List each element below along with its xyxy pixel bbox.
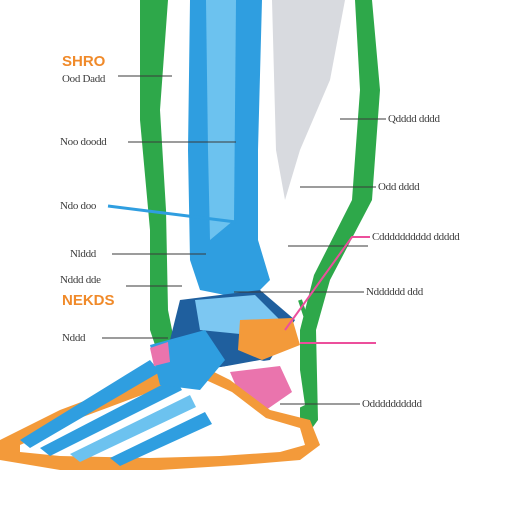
diagram-subtitle: Ood Dadd	[62, 73, 106, 85]
left-label-1: Noo doodd	[60, 136, 107, 148]
left-label-4: Nddd dde	[60, 274, 101, 286]
pink-pointer-lines	[284, 236, 376, 344]
right-label-2: Odd dddd	[378, 181, 420, 193]
metatarsal-3	[70, 395, 196, 462]
left-label-2: Ndo doo	[60, 200, 97, 212]
right-label-1: Qdddd dddd	[388, 113, 440, 125]
right-label-5: Odddddddddd	[362, 398, 422, 410]
metatarsal-1	[20, 360, 160, 448]
tarsal-bones	[238, 318, 300, 360]
left-label-5: Nddd	[62, 332, 86, 344]
cuneiform-pink	[150, 342, 170, 366]
blue-pointer-line	[107, 204, 237, 224]
left-highlight-label: NEKDS	[62, 292, 115, 309]
metatarsal-4	[110, 412, 212, 466]
right-leader-lines	[234, 118, 386, 405]
fibula-highlight	[272, 0, 345, 200]
navicular-bone	[150, 330, 225, 390]
achilles-tendon	[298, 299, 314, 421]
right-label-4: Ndddddd ddd	[366, 286, 423, 298]
left-label-3: Nlddd	[70, 248, 97, 260]
tibia-inner	[206, 0, 236, 240]
diagram-title: SHRO	[62, 53, 106, 70]
metatarsal-2	[40, 378, 182, 456]
right-label-3: Cdddddddddd ddddd	[372, 231, 460, 243]
left-leader-lines	[102, 75, 236, 339]
